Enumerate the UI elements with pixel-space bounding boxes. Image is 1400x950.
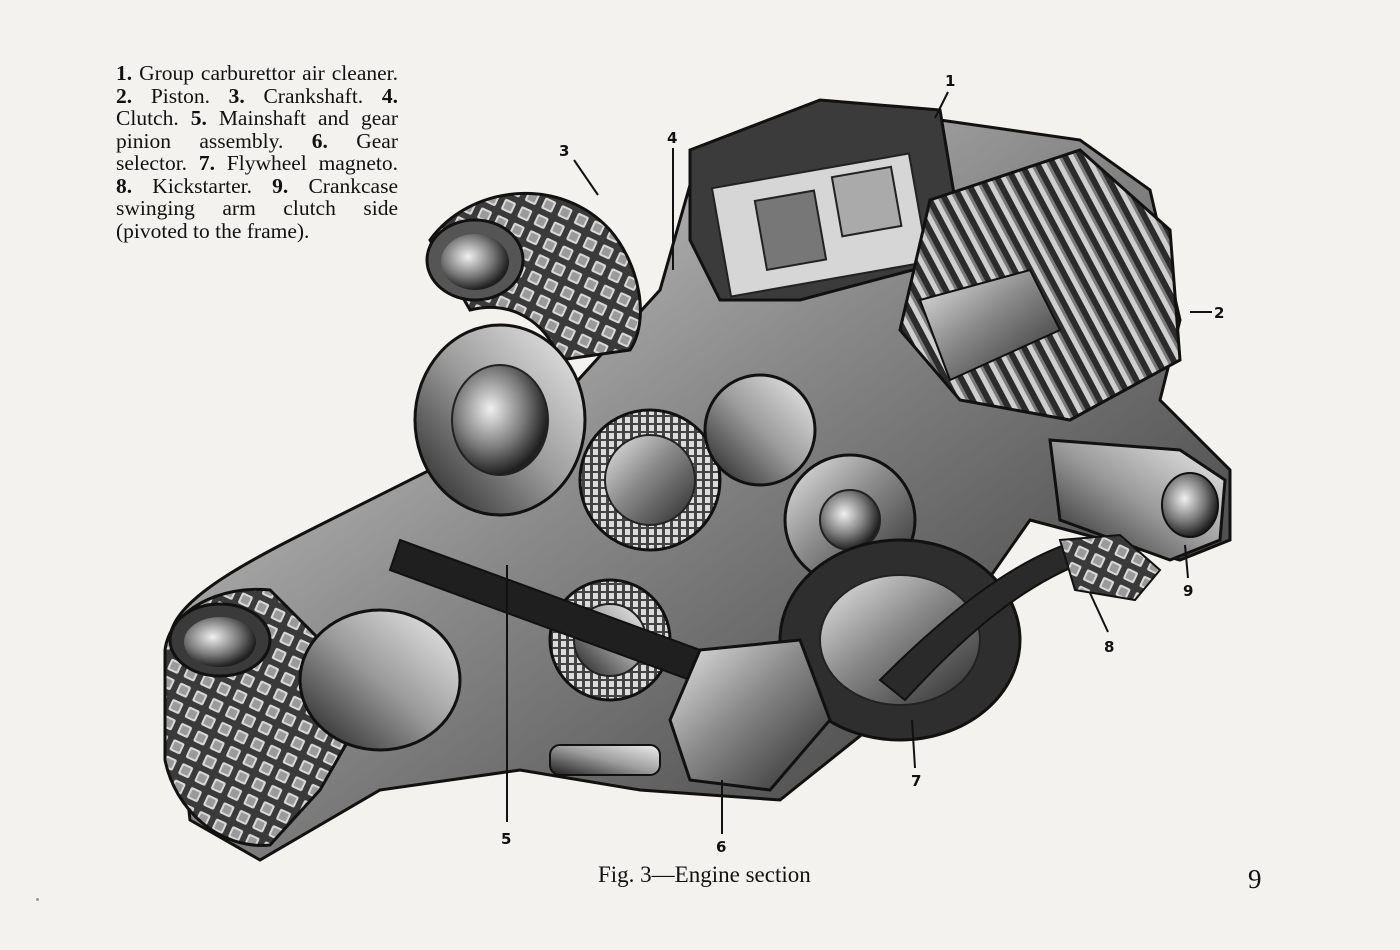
callout-9: 9 [1183,582,1193,600]
page-number: 9 [1248,864,1262,894]
legend-num-4: 4. [381,83,398,108]
legend-num-9: 9. [272,173,289,198]
kickstarter [878,533,1162,702]
cylinder-fins [898,148,1182,422]
callout-8: 8 [1104,638,1114,656]
air-cleaner-box [688,98,957,302]
legend-num-2: 2. [116,83,133,108]
callout-1: 1 [945,72,955,90]
wheel-hub [298,323,587,752]
callout-4: 4 [667,129,677,147]
legend-num-3: 3. [228,83,245,108]
legend-text-4: Clutch. [116,106,179,130]
callout-7: 7 [911,772,921,790]
figure-caption: Fig. 3—Engine section [598,862,811,887]
legend-text: 1. Group carburettor air cleaner. 2. Pis… [116,62,398,242]
callout-numbers: 1 2 3 4 5 6 7 8 9 [501,72,1224,856]
legend-text-9: Crankcase swinging arm clutch side (pivo… [116,173,399,243]
callout-3: 3 [559,142,569,160]
callout-2: 2 [1214,304,1224,322]
legend-num-8: 8. [116,173,133,198]
legend-text-5: Mainshaft and gear pinion assembly. [116,106,398,153]
callout-6: 6 [716,838,726,856]
legend-text-2: Piston. [150,83,210,108]
rear-tire-upper [425,191,642,362]
legend-num-1: 1. [116,61,133,85]
crankcase-tube [549,744,661,776]
callout-5: 5 [501,830,511,848]
legend-text-6: Gear selector. [116,128,399,175]
callout-lines [506,91,1212,834]
legend-text-1: Group carburettor air cleaner. [139,61,398,85]
legend-text-3: Crankshaft. [263,83,364,108]
legend-num-5: 5. [190,106,207,130]
page-speck [36,898,39,901]
legend-num-7: 7. [198,151,215,175]
legend-text-7: Flywheel magneto. [226,151,398,175]
flywheel-housing [778,538,1022,742]
swinging-arm [1048,438,1227,562]
legend-text-8: Kickstarter. [152,173,252,198]
gear-selector-housing [668,638,832,792]
legend-num-6: 6. [311,128,328,153]
